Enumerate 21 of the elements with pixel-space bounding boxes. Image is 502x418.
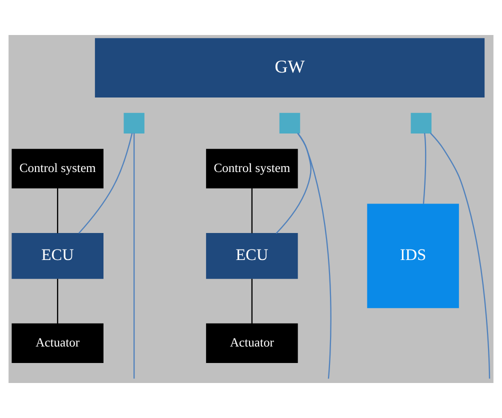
connector — [297, 132, 332, 379]
connector — [251, 278, 253, 324]
connector — [276, 132, 312, 234]
node-box: Control system — [12, 148, 104, 188]
connector — [251, 188, 253, 234]
node-box — [124, 112, 144, 134]
node-box: ECU — [12, 232, 104, 279]
node-box: Actuator — [206, 323, 298, 363]
node-box — [279, 112, 300, 134]
connector — [57, 188, 58, 234]
connector — [57, 278, 58, 324]
connector — [430, 132, 490, 379]
node-box: Actuator — [12, 323, 104, 363]
node-box: IDS — [367, 204, 459, 308]
node-box: GW — [94, 38, 485, 98]
node-box: Control system — [206, 148, 298, 188]
node-box — [410, 112, 432, 134]
connector — [422, 133, 426, 204]
connector — [78, 133, 133, 234]
connector — [134, 133, 135, 379]
node-box: ECU — [206, 232, 298, 279]
